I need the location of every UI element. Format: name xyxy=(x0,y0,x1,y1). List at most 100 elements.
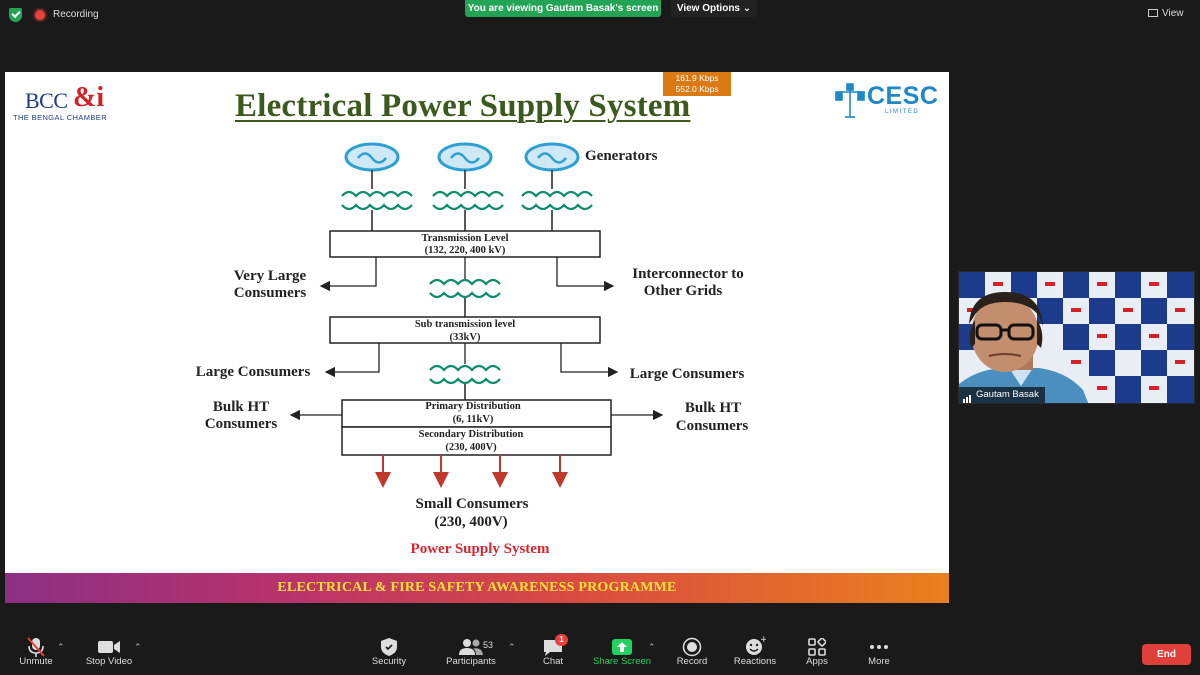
chat-label: Chat xyxy=(542,656,564,667)
sub-transmission-label: Sub transmission level xyxy=(415,319,515,330)
record-icon xyxy=(682,637,702,657)
transformer-icon xyxy=(432,190,504,198)
transformers-top xyxy=(341,190,593,211)
transformer-icon xyxy=(341,203,413,211)
large-consumers-right: Large Consumers xyxy=(630,366,745,382)
interconnector-line2: Other Grids xyxy=(644,283,723,299)
transformer-icon xyxy=(341,190,413,198)
chevron-up-icon[interactable]: ⌃ xyxy=(648,642,656,652)
unmute-label: Unmute xyxy=(19,656,53,667)
transformer-icon xyxy=(521,190,593,198)
record-label: Record xyxy=(676,656,708,667)
network-stat-2: 552.0 Kbps xyxy=(675,84,719,94)
participant-name: Gautam Basak xyxy=(976,389,1039,400)
network-stats-badge: 161.9 Kbps 552.0 Kbps xyxy=(663,72,731,96)
large-consumers-left: Large Consumers xyxy=(196,364,311,380)
secondary-distribution-box xyxy=(341,426,612,456)
cesc-logo-subtitle: LIMITED xyxy=(885,109,920,115)
bulk-ht-right-line2: Consumers xyxy=(676,418,749,434)
stop-video-label: Stop Video xyxy=(85,656,133,667)
record-button[interactable]: Record xyxy=(672,630,712,675)
chevron-up-icon[interactable]: ⌃ xyxy=(134,642,142,652)
chat-button[interactable]: 1 Chat xyxy=(538,630,568,675)
network-stat-1: 161.9 Kbps xyxy=(675,73,719,83)
interconnector-line1: Interconnector to xyxy=(632,266,744,282)
participant-video-tile[interactable]: Gautam Basak xyxy=(958,271,1195,404)
primary-distribution-label: Primary Distribution xyxy=(425,401,521,412)
bcc-logo-subtitle: THE BENGAL CHAMBER xyxy=(13,113,108,122)
diagram-caption: Power Supply System xyxy=(411,541,550,557)
sub-transmission-voltage: (33kV) xyxy=(450,332,481,343)
generators-group xyxy=(344,142,580,172)
reactions-label: Reactions xyxy=(733,656,777,667)
mic-muted-icon xyxy=(27,637,45,657)
very-large-consumers-line2: Consumers xyxy=(234,285,307,301)
power-supply-diagram: Generators Tr xyxy=(196,142,749,557)
reaction-smile-icon: + xyxy=(746,635,768,655)
stop-video-button[interactable]: Stop Video xyxy=(82,630,136,675)
participants-icon xyxy=(459,639,483,655)
bulk-ht-left-line2: Consumers xyxy=(205,416,278,432)
bcc-logo-amp: &i xyxy=(73,82,105,113)
share-screen-arrow-icon xyxy=(612,639,632,655)
slide-title: Electrical Power Supply System xyxy=(235,88,691,124)
primary-distribution-voltage: (6, 11kV) xyxy=(453,414,494,425)
bcc-logo-text: BCC xyxy=(25,88,68,113)
transformer-middle xyxy=(429,278,501,299)
generator-icon xyxy=(437,142,493,172)
chevron-up-icon[interactable]: ⌃ xyxy=(57,642,65,652)
transformer-icon xyxy=(432,203,504,211)
transformer-lower xyxy=(429,364,501,385)
participants-count: 53 xyxy=(483,640,494,650)
viewing-screen-banner: You are viewing Gautam Basak's screen xyxy=(465,0,661,17)
meeting-toolbar: Unmute ⌃ Stop Video ⌃ Security xyxy=(0,630,1200,675)
participants-label: Participants xyxy=(446,656,496,667)
recording-label[interactable]: Recording xyxy=(53,9,99,20)
share-screen-label: Share Screen xyxy=(592,656,652,667)
signal-bars-icon xyxy=(963,387,972,403)
view-options-button[interactable]: View Options ⌄ xyxy=(671,0,757,17)
generator-icon xyxy=(524,142,580,172)
more-button[interactable]: More xyxy=(862,630,896,675)
chevron-up-icon[interactable]: ⌃ xyxy=(508,642,516,652)
more-label: More xyxy=(868,656,890,667)
unmute-button[interactable]: Unmute xyxy=(14,630,58,675)
transmission-label: Transmission Level xyxy=(421,233,508,244)
view-label: View xyxy=(1162,8,1184,19)
shared-screen-slide: BCC &i THE BENGAL CHAMBER Electrical Pow… xyxy=(5,72,949,603)
generator-icon xyxy=(344,142,400,172)
svg-text:+: + xyxy=(760,635,766,645)
cesc-logo-text: CESC xyxy=(867,82,939,110)
programme-banner-text: ELECTRICAL & FIRE SAFETY AWARENESS PROGR… xyxy=(277,580,677,595)
video-camera-icon xyxy=(98,641,120,653)
apps-label: Apps xyxy=(806,656,828,667)
security-label: Security xyxy=(371,656,407,667)
participants-button[interactable]: 53 Participants xyxy=(440,630,502,675)
small-consumer-arrows xyxy=(375,455,568,488)
lamp-post-icon xyxy=(835,83,865,118)
programme-banner: ELECTRICAL & FIRE SAFETY AWARENESS PROGR… xyxy=(5,573,949,603)
transformer-icon xyxy=(521,203,593,211)
reactions-button[interactable]: + Reactions xyxy=(730,630,780,675)
view-grid-icon xyxy=(1148,9,1158,17)
end-meeting-button[interactable]: End xyxy=(1142,644,1191,665)
transmission-level-box xyxy=(329,230,601,258)
bcc-logo: BCC &i THE BENGAL CHAMBER xyxy=(13,82,123,122)
secondary-distribution-voltage: (230, 400V) xyxy=(445,442,497,453)
more-dots-icon xyxy=(870,645,888,649)
very-large-consumers-line1: Very Large xyxy=(234,268,307,284)
shield-check-icon[interactable] xyxy=(9,8,22,22)
share-screen-button[interactable]: Share Screen xyxy=(592,630,652,675)
participant-video-backdrop xyxy=(959,272,1194,403)
transmission-voltage: (132, 220, 400 kV) xyxy=(425,245,506,256)
bulk-ht-left-line1: Bulk HT xyxy=(213,399,269,415)
record-dot-icon xyxy=(35,10,45,20)
chat-unread-badge: 1 xyxy=(555,634,568,646)
participant-name-tag: Gautam Basak xyxy=(959,387,1045,403)
chevron-down-icon: ⌄ xyxy=(742,3,752,14)
view-button[interactable]: View xyxy=(1148,5,1194,23)
small-consumers-voltage: (230, 400V) xyxy=(434,514,507,530)
security-shield-icon xyxy=(381,638,397,656)
apps-button[interactable]: Apps xyxy=(800,630,834,675)
security-button[interactable]: Security xyxy=(368,630,410,675)
